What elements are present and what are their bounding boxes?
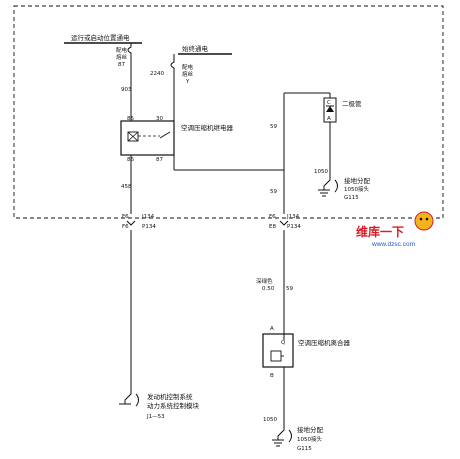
dashed-boundary <box>13 5 444 219</box>
fuse-y-line1: 配电 <box>182 63 194 71</box>
fuse-87: 配电 熔丝 87 <box>116 43 132 68</box>
power-label-hot: 始终通电 <box>182 44 209 53</box>
fuse-87-id: 87 <box>118 62 125 68</box>
ground-bottom-line1: 接地分配 <box>297 425 324 434</box>
fuse-87-line1: 配电 <box>116 46 128 54</box>
relay-ac-compressor: 85 30 86 87 空调压缩机继电器 <box>120 116 234 163</box>
fuse-87-line2: 熔丝 <box>116 53 128 61</box>
ecm-line3: J1—53 <box>146 414 165 420</box>
ecm-module: 发动机控制系统 动力系统控制模块 J1—53 <box>119 390 200 420</box>
ground-top-line1: 接地分配 <box>344 176 371 185</box>
wire-id-903: 903 <box>121 87 132 93</box>
clutch-pin-b: B <box>270 373 274 379</box>
connector-left: F6 J134 F6 P134 <box>122 214 156 230</box>
wire-id-2240: 2240 <box>150 71 164 77</box>
wire-id-458: 458 <box>121 184 132 190</box>
fuse-y-line2: 熔丝 <box>182 70 194 78</box>
fuse-y: 配电 熔丝 Y <box>170 54 194 85</box>
connector-right-f6: F6 <box>269 214 276 220</box>
ecm-line2: 动力系统控制模块 <box>147 401 200 410</box>
clutch-pin-a: A <box>270 326 274 332</box>
relay-label: 空调压缩机继电器 <box>181 123 234 132</box>
connector-right-j134: J134 <box>286 214 300 220</box>
connector-left-f6: F6 <box>122 214 129 220</box>
fuse-y-id: Y <box>185 79 190 85</box>
ground-bottom-line3: G115 <box>297 446 312 452</box>
connector-right-e8: E8 <box>269 224 276 230</box>
connector-left-j134: J134 <box>141 214 155 220</box>
relay-pin-30: 30 <box>156 116 163 122</box>
wire-id-1050b: 1050 <box>263 417 277 423</box>
clutch-label: 空调压缩机离合器 <box>298 338 351 347</box>
wire-id-59b: 59 <box>270 189 277 195</box>
watermark: 维库一下 www.dzsc.com <box>356 211 434 248</box>
wire-id-1050a: 1050 <box>314 169 328 175</box>
connector-left-p134: P134 <box>142 224 156 230</box>
connector-left-f6b: F6 <box>122 224 129 230</box>
wire-color-gauge: 0.50 <box>262 286 275 292</box>
diode-pin-c: C <box>327 100 331 106</box>
ground-top-line2: 1050接头 <box>344 185 369 193</box>
watermark-mascot-icon <box>414 211 434 231</box>
compressor-clutch: A 59 Q B 空调压缩机离合器 <box>262 326 351 379</box>
watermark-url: www.dzsc.com <box>371 241 415 248</box>
ground-bottom-line2: 1050接头 <box>297 435 322 443</box>
ecm-line1: 发动机控制系统 <box>147 392 193 401</box>
wire-color-circuit: 59 <box>286 286 293 292</box>
ground-g115-top: 接地分配 1050接头 G115 <box>318 176 371 201</box>
watermark-brand: 维库一下 <box>356 224 404 239</box>
relay-pin-85: 85 <box>127 116 134 122</box>
diode-pin-a: A <box>327 116 331 122</box>
diode: C A 二极管 <box>323 93 362 176</box>
relay-pin-87: 87 <box>156 157 163 163</box>
ground-top-line3: G115 <box>344 195 359 201</box>
clutch-q-mark: Q <box>281 340 286 346</box>
wire-id-59a: 59 <box>270 124 277 130</box>
diode-label: 二极管 <box>342 99 362 108</box>
ground-g115-bottom: 接地分配 1050接头 G115 <box>272 425 324 452</box>
wire-color-name: 深绿色 <box>256 277 273 285</box>
connector-right-p134: P134 <box>287 224 301 230</box>
connector-right: F6 J134 E8 P134 <box>269 214 301 230</box>
power-label-run: 运行或启动位置通电 <box>71 33 130 42</box>
